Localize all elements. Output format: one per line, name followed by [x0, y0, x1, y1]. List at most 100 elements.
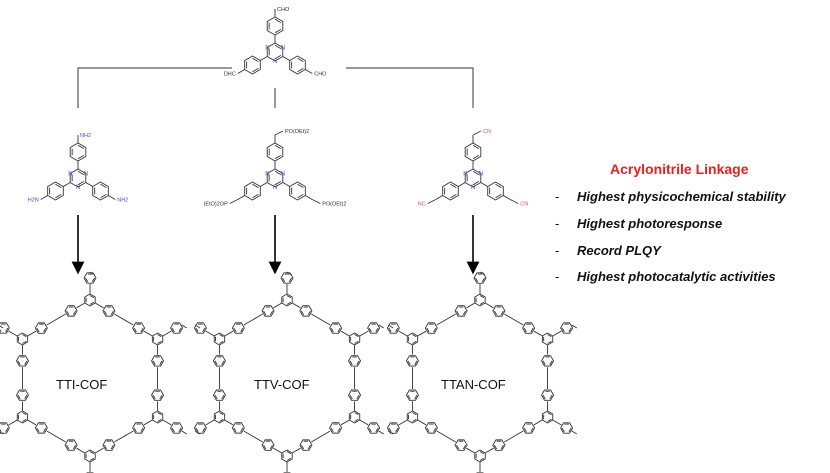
- bond: [417, 419, 427, 426]
- bond: [533, 419, 543, 426]
- double-bond: [274, 144, 282, 150]
- bond: [311, 313, 331, 326]
- phenyl-ring: [102, 305, 116, 317]
- triazine-node: [281, 293, 293, 307]
- double-bond: [426, 327, 430, 333]
- bond: [552, 419, 562, 426]
- triazine-node: [16, 410, 29, 424]
- double-bond: [433, 327, 437, 333]
- bond: [181, 324, 188, 329]
- phenyl-ring: [454, 439, 468, 451]
- bond: [274, 130, 284, 136]
- bond: [485, 302, 494, 309]
- bond: [162, 330, 172, 337]
- cof-label-ttv: TTV-COF: [254, 377, 310, 392]
- phenyl-ring: [386, 322, 400, 334]
- double-bond: [152, 360, 156, 365]
- bond: [89, 271, 96, 276]
- double-bond: [407, 360, 411, 365]
- phenyl-ring: [15, 389, 29, 401]
- double-bond: [269, 310, 273, 316]
- triazine-ring: [266, 42, 284, 62]
- nitrogen-atom: N: [265, 46, 269, 52]
- double-bond: [307, 444, 311, 450]
- bullet-text: Highest photoresponse: [577, 216, 723, 231]
- nitrogen-atom: N: [265, 172, 269, 178]
- double-bond: [171, 427, 175, 433]
- cof-label-tti: TTI-COF: [56, 377, 107, 392]
- phenyl-ring: [367, 422, 381, 434]
- double-bond: [407, 394, 411, 400]
- bond: [224, 419, 234, 426]
- bullet-dash: -: [555, 216, 560, 231]
- bond: [205, 330, 215, 337]
- triazine-node: [406, 410, 419, 424]
- double-bond: [240, 327, 244, 333]
- substituent-label: NH2: [80, 133, 91, 139]
- bond: [312, 199, 321, 204]
- double-bond: [274, 28, 282, 34]
- phenyl-ring: [492, 305, 506, 317]
- bond: [237, 195, 245, 200]
- double-bond: [368, 327, 372, 333]
- double-bond: [43, 427, 47, 433]
- double-bond: [286, 301, 292, 305]
- double-bond: [104, 310, 108, 316]
- bond: [40, 195, 48, 200]
- phenyl-ring: [92, 181, 109, 201]
- phenyl-ring: [170, 422, 184, 434]
- bond: [27, 419, 37, 426]
- double-bond: [472, 144, 480, 150]
- double-bond: [561, 427, 565, 433]
- double-bond: [561, 327, 565, 333]
- double-bond: [354, 412, 359, 416]
- phenyl-ring: [289, 181, 306, 201]
- double-bond: [133, 427, 137, 433]
- phenyl-ring: [348, 389, 362, 401]
- cof-label-ttan: TTAN-COF: [441, 377, 506, 392]
- double-bond: [495, 183, 502, 189]
- phenyl-ring: [0, 422, 10, 434]
- nitrogen-atom: N: [273, 59, 277, 65]
- phenyl-ring: [151, 355, 165, 367]
- bond: [504, 430, 524, 443]
- double-bond: [274, 54, 282, 60]
- nitrogen-atom: N: [471, 185, 475, 191]
- double-bond: [43, 327, 47, 333]
- bond: [63, 182, 71, 187]
- double-bond: [219, 418, 224, 422]
- bond: [260, 56, 268, 61]
- double-bond: [157, 340, 162, 344]
- phenyl-ring: [487, 181, 504, 201]
- triazine-ring: [69, 168, 87, 188]
- double-bond: [252, 193, 259, 199]
- bond: [95, 447, 104, 454]
- double-bond: [388, 427, 392, 433]
- double-bond: [542, 360, 546, 365]
- double-bond: [472, 154, 480, 160]
- double-bond: [495, 193, 502, 199]
- bond: [229, 199, 238, 204]
- bond: [378, 324, 385, 329]
- double-bond: [72, 444, 76, 450]
- double-bond: [414, 360, 418, 365]
- bond: [282, 56, 290, 61]
- bullet-item: -Highest photocatalytic activities: [555, 269, 776, 284]
- double-bond: [219, 340, 224, 344]
- bond: [436, 313, 456, 326]
- bond: [427, 199, 436, 204]
- double-bond: [274, 18, 282, 24]
- double-bond: [286, 457, 292, 461]
- bond: [466, 302, 475, 309]
- bond: [292, 447, 301, 454]
- phenyl-ring: [299, 439, 313, 451]
- phenyl-ring: [0, 322, 10, 334]
- nitrogen-atom: N: [281, 46, 285, 52]
- phenyl-ring: [424, 322, 438, 334]
- double-bond: [368, 427, 372, 433]
- phenyl-ring: [47, 181, 64, 201]
- phenyl-ring: [367, 322, 381, 334]
- bond: [436, 430, 456, 443]
- bond: [0, 431, 4, 435]
